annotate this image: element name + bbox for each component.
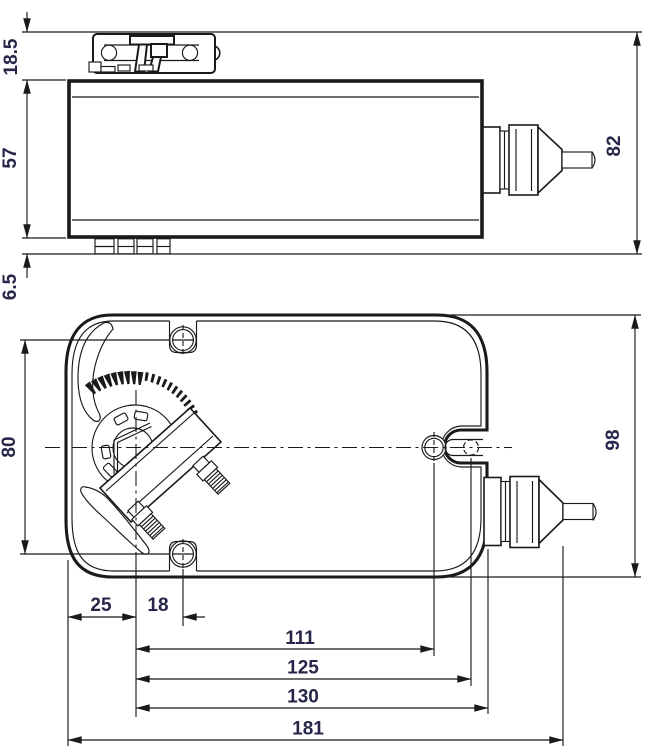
clamp-bolt-bottom bbox=[127, 500, 166, 541]
plan-extension-lines bbox=[20, 314, 641, 746]
dimension-shaft-to-locator: 111 bbox=[135, 628, 435, 653]
dim-label-57: 57 bbox=[0, 147, 21, 168]
dimension-body-height: 57 bbox=[0, 79, 31, 239]
dimension-feet-height: 6.5 bbox=[0, 253, 31, 300]
dim-label-98: 98 bbox=[603, 429, 624, 450]
scale-tick bbox=[144, 372, 149, 381]
bracket-side-tab bbox=[214, 45, 221, 61]
cable-plan bbox=[562, 502, 594, 521]
scale-tick bbox=[156, 376, 162, 385]
dim-label-82: 82 bbox=[604, 135, 625, 156]
housing-side bbox=[67, 79, 484, 239]
dimension-edge-to-shaft: 25 bbox=[67, 595, 137, 621]
dimension-overall-length: 181 bbox=[67, 719, 564, 744]
housing-feet bbox=[94, 238, 171, 255]
dim-label-6-5: 6.5 bbox=[0, 273, 21, 300]
cable-gland-side bbox=[482, 124, 596, 196]
scale-tick bbox=[90, 378, 102, 392]
scale-tick bbox=[103, 373, 113, 387]
scale-tick bbox=[171, 385, 179, 395]
scale-tick bbox=[166, 381, 173, 391]
scale-tick bbox=[97, 375, 107, 389]
dimension-shaft-to-case-end: 130 bbox=[135, 687, 489, 712]
shaft-clamp bbox=[91, 404, 231, 541]
dim-label-181: 181 bbox=[292, 719, 324, 740]
clamp-plate bbox=[98, 406, 223, 524]
cable-side bbox=[561, 151, 593, 169]
dim-label-125: 125 bbox=[287, 658, 319, 679]
dimension-bracket-height: 18.5 bbox=[1, 12, 31, 75]
flange-notches bbox=[100, 410, 149, 478]
mounting-hole-top bbox=[168, 317, 198, 356]
bracket-pin-right bbox=[181, 44, 199, 61]
mounting-hole-bottom bbox=[168, 539, 198, 575]
dim-label-18-5: 18.5 bbox=[1, 38, 22, 75]
scale-tick bbox=[110, 371, 119, 386]
scale-tick bbox=[84, 381, 96, 395]
dim-label-111: 111 bbox=[285, 628, 315, 649]
rotation-angle-scale bbox=[84, 370, 198, 417]
scale-tick bbox=[175, 389, 184, 399]
dimension-overall-height: 82 bbox=[604, 31, 641, 255]
bracket-pin-left bbox=[100, 44, 118, 61]
scale-tick bbox=[137, 371, 144, 385]
dimension-shaft-to-slot: 125 bbox=[135, 658, 472, 683]
scale-tick bbox=[124, 370, 130, 385]
side-view: 18.5 57 6.5 82 bbox=[0, 12, 642, 300]
scale-tick bbox=[183, 399, 192, 407]
dimension-shaft-to-hole: 18 bbox=[147, 595, 205, 621]
casting-pocket-lower bbox=[80, 486, 150, 555]
centerlines bbox=[45, 390, 512, 560]
scale-tick bbox=[179, 394, 188, 403]
dimension-hole-spacing: 80 bbox=[0, 339, 29, 555]
dim-label-25: 25 bbox=[90, 595, 112, 616]
scale-tick bbox=[161, 378, 168, 388]
scale-tick bbox=[150, 373, 156, 383]
dimension-overall-width: 98 bbox=[603, 314, 639, 578]
dim-label-130: 130 bbox=[287, 687, 319, 708]
position-pointer bbox=[113, 422, 152, 474]
bracket-feet bbox=[88, 61, 154, 73]
dim-label-80: 80 bbox=[0, 436, 20, 457]
plan-view: 80 98 25 18 111 125 130 bbox=[0, 313, 641, 746]
cable-gland-plan bbox=[483, 475, 597, 549]
scale-tick bbox=[130, 371, 137, 385]
scale-tick bbox=[117, 371, 124, 385]
casting-pocket-upper bbox=[77, 321, 114, 423]
dim-label-18: 18 bbox=[147, 595, 168, 616]
mounting-bracket bbox=[88, 33, 221, 74]
clamp-bolt-right bbox=[192, 455, 231, 496]
